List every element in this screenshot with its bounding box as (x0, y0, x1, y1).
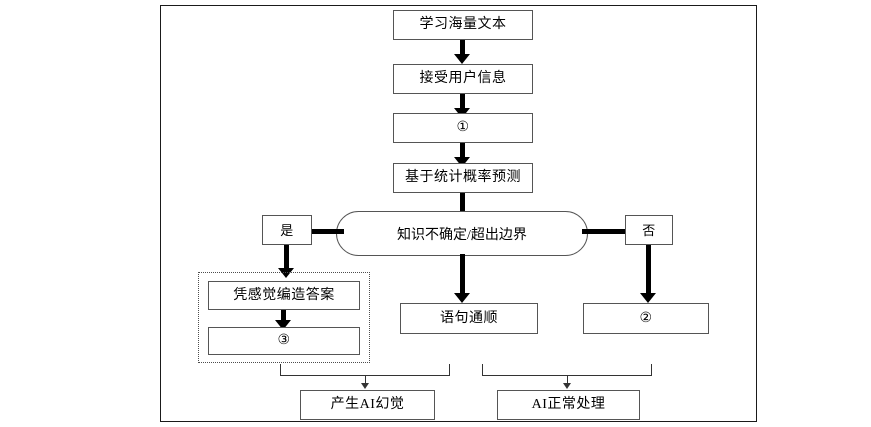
arrowhead-no-to-step2 (640, 293, 656, 303)
bracket-tick-hallucination (361, 383, 369, 389)
arrow-fabricate-to-step3 (281, 310, 286, 322)
line-prediction-to-decision (460, 193, 465, 213)
bracket-stem-hallucination (365, 376, 366, 384)
node-step-one: ① (393, 113, 533, 143)
arrow-receive-to-step1 (460, 94, 465, 110)
arrowhead-learn-to-receive (454, 54, 470, 64)
line-decision-to-yes (310, 229, 344, 234)
arrowhead-fabricate-to-step3 (275, 320, 291, 330)
bracket-normal-merge (482, 364, 652, 376)
arrow-step1-to-prediction (460, 143, 465, 159)
bracket-stem-normal (567, 376, 568, 384)
group-hallucination-path (198, 272, 370, 363)
node-fluent-sentence: 语句通顺 (400, 303, 538, 334)
node-fabricate-answer: 凭感觉编造答案 (208, 281, 360, 310)
node-decision-uncertain-knowledge: 知识不确定/超出边界 (336, 211, 588, 256)
label-branch-yes: 是 (262, 215, 312, 245)
arrow-learn-to-receive (460, 40, 465, 56)
arrowhead-yes-to-fabricate (278, 268, 294, 278)
arrow-yes-to-fabricate (284, 245, 289, 270)
arrowhead-decision-to-fluent (454, 293, 470, 303)
bracket-tick-normal (563, 383, 571, 389)
node-step-two: ② (583, 303, 709, 334)
node-step-three: ③ (208, 327, 360, 355)
label-branch-no: 否 (625, 215, 673, 245)
arrowhead-step1-to-prediction (454, 157, 470, 167)
arrow-no-to-step2 (646, 245, 651, 295)
node-learn-corpus: 学习海量文本 (393, 10, 533, 40)
node-outcome-normal: AI正常处理 (497, 390, 640, 420)
bracket-hallucination-merge (280, 364, 450, 376)
line-decision-to-fluent (460, 254, 465, 295)
node-statistical-prediction: 基于统计概率预测 (393, 163, 533, 193)
line-decision-to-no (582, 229, 628, 234)
node-receive-user-input: 接受用户信息 (393, 64, 533, 94)
node-outcome-hallucination: 产生AI幻觉 (300, 390, 435, 420)
